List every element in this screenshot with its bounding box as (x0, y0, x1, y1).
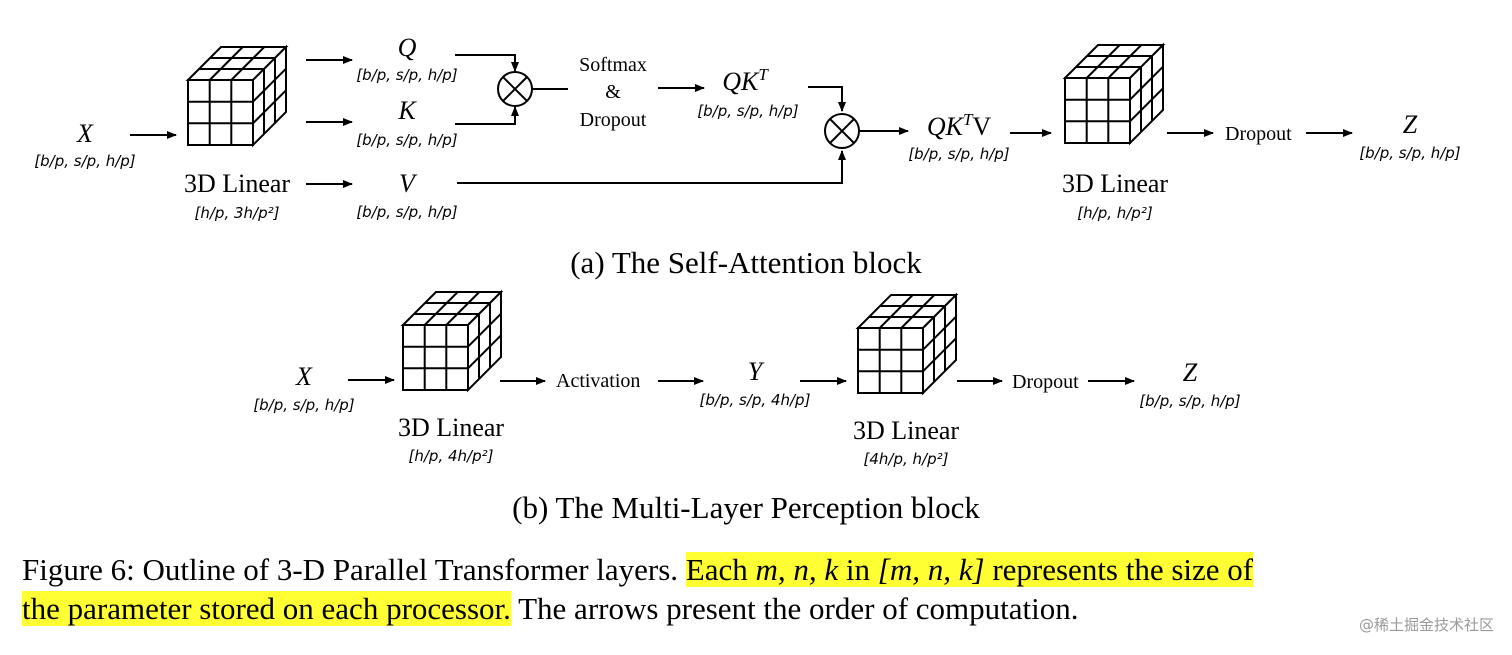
mlp-x-shape: [b/p, s/p, h/p] (253, 396, 354, 414)
softmax-dropout-label: Dropout (580, 109, 647, 131)
z-label: Z (1403, 110, 1418, 139)
y-shape: [b/p, s/p, 4h/p] (700, 391, 811, 409)
z-shape: [b/p, s/p, h/p] (1359, 144, 1460, 162)
q-label: Q (398, 33, 417, 62)
caption-suffix: The arrows present the order of computat… (518, 591, 1079, 626)
watermark: @稀土掘金技术社区 (1358, 616, 1494, 634)
mlp-x-label: X (295, 362, 313, 391)
figure-caption-line-2: the parameter stored on each processor. … (22, 591, 1079, 627)
transformer-diagram: X [b/p, s/p, h/p] 3D Linear [h/p, 3h/p²]… (34, 33, 1460, 525)
mlp-linear-cube-1 (402, 291, 502, 391)
linear2-label: 3D Linear (1062, 169, 1168, 198)
caption-prefix: Figure 6: Outline of 3-D Parallel Transf… (22, 552, 679, 587)
activation-label: Activation (556, 370, 640, 392)
q-shape: [b/p, s/p, h/p] (356, 66, 457, 84)
multiply-node-1 (497, 71, 533, 107)
linear1-shape: [h/p, 3h/p²] (195, 204, 280, 222)
qktv-label: QKTV (927, 110, 992, 141)
qkt-shape: [b/p, s/p, h/p] (697, 102, 798, 120)
linear2-shape: [h/p, h/p²] (1077, 204, 1153, 222)
arrow-q-to-mult (455, 54, 519, 72)
qktv-shape: [b/p, s/p, h/p] (908, 145, 1009, 163)
x-shape: [b/p, s/p, h/p] (34, 152, 135, 170)
mlp-linear-cube-2 (857, 294, 957, 394)
mlp-dropout-label: Dropout (1012, 371, 1079, 393)
arrow-v-to-mult (457, 150, 846, 184)
qkt-label: QKT (722, 65, 769, 96)
k-label: K (397, 96, 417, 125)
figure-caption-line-1: Figure 6: Outline of 3-D Parallel Transf… (22, 552, 1254, 588)
x-label: X (76, 119, 94, 148)
v-label: V (399, 169, 418, 198)
mlp-z-label: Z (1183, 358, 1198, 387)
mlp-linear2-label: 3D Linear (853, 416, 959, 445)
mlp-linear2-shape: [4h/p, h/p²] (864, 450, 949, 468)
mlp-linear1-shape: [h/p, 4h/p²] (409, 447, 494, 465)
softmax-amp: & (605, 81, 621, 103)
arrow-k-to-mult (455, 106, 519, 125)
panel-b-caption: (b) The Multi-Layer Perception block (512, 490, 980, 525)
linear-cube-1 (187, 46, 287, 146)
softmax-label: Softmax (579, 54, 647, 76)
mlp-z-shape: [b/p, s/p, h/p] (1139, 392, 1240, 410)
dropout-label: Dropout (1225, 123, 1292, 145)
arrow-qkt-to-mult (808, 86, 846, 112)
multiply-node-2 (824, 113, 860, 149)
mlp-linear1-label: 3D Linear (398, 413, 504, 442)
linear-cube-2 (1064, 44, 1164, 144)
y-label: Y (748, 357, 765, 386)
mlp-panel: X [b/p, s/p, h/p] 3D Linear [h/p, 4h/p²]… (253, 291, 1241, 525)
caption-highlight-2: the parameter stored on each processor. (22, 591, 511, 626)
linear1-label: 3D Linear (184, 169, 290, 198)
caption-highlight-1: Each m, n, k in [m, n, k] represents the… (685, 552, 1254, 587)
self-attention-panel: X [b/p, s/p, h/p] 3D Linear [h/p, 3h/p²]… (34, 33, 1460, 280)
panel-a-caption: (a) The Self-Attention block (570, 245, 922, 280)
k-shape: [b/p, s/p, h/p] (356, 131, 457, 149)
v-shape: [b/p, s/p, h/p] (356, 203, 457, 221)
